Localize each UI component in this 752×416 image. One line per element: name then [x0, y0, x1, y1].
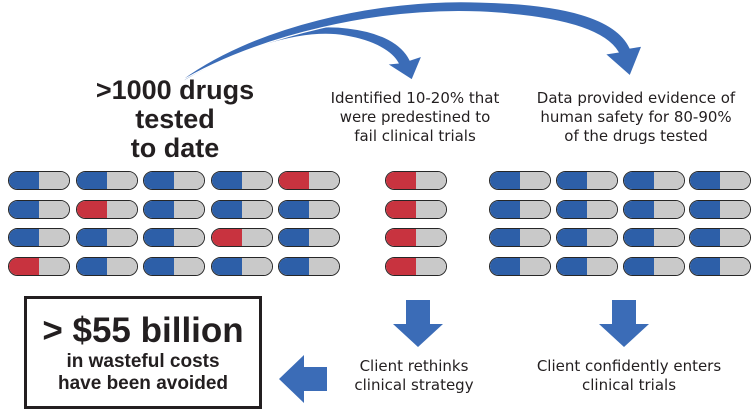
safe-drug-capsule: [622, 256, 685, 276]
safe-drug-capsule: [210, 171, 273, 190]
caption-line: Identified 10-20% that: [330, 89, 500, 107]
right-caption: Data provided evidence of human safety f…: [528, 89, 744, 146]
caption-line: human safety for 80-90%: [540, 108, 732, 126]
headline-line: tested: [135, 104, 215, 134]
headline-line: >1000 drugs: [95, 75, 255, 105]
down-arrow-right: [599, 300, 649, 347]
safe-drug-capsule: [689, 228, 752, 247]
safe-drug-capsule: [8, 228, 70, 247]
failing-drug-capsule: [385, 228, 447, 247]
safe-drug-capsule: [689, 171, 752, 190]
savings-amount: > $55 billion: [42, 311, 244, 350]
caption-line: clinical trials: [581, 376, 677, 394]
savings-line: in wasteful costs: [66, 351, 220, 372]
safe-drug-capsule: [489, 199, 551, 219]
down-arrow-middle: [393, 300, 443, 347]
failing-drug-capsule: [8, 256, 70, 276]
safe-drug-capsule: [622, 171, 685, 190]
safe-drug-capsule: [555, 228, 618, 247]
safe-drug-capsule: [143, 199, 205, 219]
left-arrow: [279, 355, 327, 403]
caption-line: of the drugs tested: [564, 127, 708, 145]
safe-drug-capsule: [75, 228, 138, 247]
middle-caption: Identified 10-20% that were predestined …: [318, 89, 512, 146]
savings-box: > $55 billion in wasteful costs have bee…: [24, 296, 262, 409]
safe-drug-capsule: [8, 199, 70, 219]
caption-line: clinical strategy: [354, 376, 474, 394]
bottom-right-caption: Client confidently enters clinical trial…: [524, 357, 734, 395]
safe-drug-capsule: [143, 256, 205, 276]
caption-line: fail clinical trials: [354, 127, 476, 145]
curved-arrow-to-right: [175, 1, 643, 85]
safe-drug-capsule: [278, 256, 340, 276]
savings-line: have been avoided: [57, 373, 228, 394]
failing-drug-capsule: [75, 199, 138, 219]
safe-drug-capsule: [75, 171, 138, 190]
failing-drug-capsule: [385, 199, 447, 219]
safe-drug-capsule: [489, 228, 551, 247]
caption-line: Client rethinks: [359, 357, 469, 375]
failing-drug-capsule: [210, 228, 273, 247]
safe-drug-capsule: [278, 199, 340, 219]
safe-drug-capsule: [210, 256, 273, 276]
headline-line: to date: [130, 133, 220, 163]
failing-drug-capsule: [385, 256, 447, 276]
safe-drug-capsule: [622, 228, 685, 247]
safe-drug-capsule: [143, 171, 205, 190]
failing-drug-capsule: [385, 171, 447, 190]
safe-drug-capsule: [555, 199, 618, 219]
safe-drug-capsule: [622, 199, 685, 219]
safe-drug-capsule: [489, 171, 551, 190]
bottom-middle-caption: Client rethinks clinical strategy: [336, 357, 492, 395]
safe-drug-capsule: [278, 228, 340, 247]
safe-drug-capsule: [689, 199, 752, 219]
failing-drug-capsule: [278, 171, 340, 190]
caption-line: Client confidently enters: [536, 357, 722, 375]
safe-drug-capsule: [555, 171, 618, 190]
safe-drug-capsule: [689, 256, 752, 276]
safe-drug-capsule: [210, 199, 273, 219]
safe-drug-capsule: [489, 256, 551, 276]
caption-line: Data provided evidence of: [536, 89, 736, 107]
safe-drug-capsule: [555, 256, 618, 276]
caption-line: were predestined to: [339, 108, 491, 126]
safe-drug-capsule: [75, 256, 138, 276]
headline: >1000 drugs tested to date: [70, 76, 280, 163]
safe-drug-capsule: [143, 228, 205, 247]
safe-drug-capsule: [8, 171, 70, 190]
